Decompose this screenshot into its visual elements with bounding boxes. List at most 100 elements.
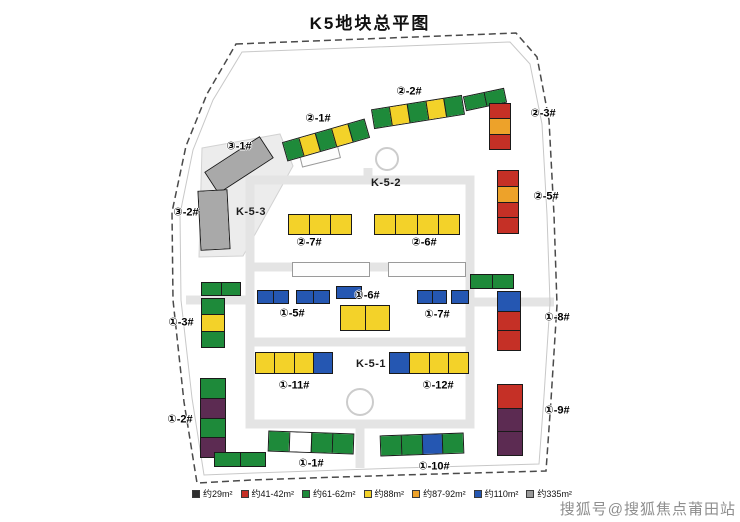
building-segment bbox=[390, 353, 409, 373]
legend-label: 约88m² bbox=[374, 489, 405, 499]
legend-item: 约29m² bbox=[192, 487, 233, 500]
legend-label: 约110m² bbox=[484, 489, 519, 499]
building-label: ③-1# bbox=[226, 140, 252, 153]
building-segment bbox=[441, 433, 464, 454]
legend-label: 约61-62m² bbox=[313, 489, 356, 499]
legend-label: 约87-92m² bbox=[423, 489, 466, 499]
building-segment bbox=[498, 330, 520, 351]
building-segment bbox=[331, 433, 354, 454]
building-segment bbox=[202, 314, 224, 331]
building-label: ①-10# bbox=[418, 460, 450, 473]
site-boundary bbox=[171, 32, 558, 484]
legend-swatch bbox=[412, 489, 421, 498]
building-segment bbox=[416, 215, 438, 234]
building-segment bbox=[408, 353, 429, 373]
building-segment bbox=[380, 435, 402, 456]
building-segment bbox=[309, 215, 330, 234]
building-block bbox=[470, 274, 514, 289]
building-block bbox=[197, 189, 231, 251]
building-label: ②-2# bbox=[396, 85, 422, 98]
building-segment bbox=[198, 190, 230, 250]
legend-swatch bbox=[473, 489, 482, 498]
legend-item: 约61-62m² bbox=[302, 487, 356, 500]
legend-label: 约41-42m² bbox=[251, 489, 295, 499]
legend-item: 约87-92m² bbox=[412, 487, 466, 500]
building-segment bbox=[400, 435, 422, 455]
building-segment bbox=[202, 330, 224, 347]
building-segment bbox=[471, 275, 492, 288]
building-segment bbox=[428, 353, 449, 373]
legend-item: 约110m² bbox=[473, 487, 519, 500]
building-block bbox=[379, 432, 465, 457]
building-segment bbox=[256, 353, 275, 373]
building-block bbox=[336, 286, 362, 299]
site-boundary-inner bbox=[179, 41, 551, 476]
building-block bbox=[201, 282, 241, 296]
building-segment bbox=[268, 431, 290, 452]
building-label: ①-12# bbox=[422, 379, 454, 392]
page-title: K5地块总平图 bbox=[309, 14, 431, 33]
building-segment bbox=[289, 215, 309, 234]
building-label: ①-7# bbox=[424, 308, 450, 321]
building-label: ①-11# bbox=[278, 379, 310, 392]
building-segment bbox=[452, 291, 468, 303]
building-block bbox=[267, 430, 355, 455]
building-block bbox=[288, 214, 352, 235]
building-segment bbox=[490, 104, 510, 119]
building-block bbox=[497, 384, 523, 456]
building-block bbox=[201, 298, 225, 348]
building-segment bbox=[418, 291, 432, 303]
building-segment bbox=[437, 215, 459, 234]
roundabout-top bbox=[375, 147, 399, 171]
legend-item: 约88m² bbox=[363, 487, 405, 500]
building-segment bbox=[297, 291, 313, 303]
building-segment bbox=[395, 215, 417, 234]
building-segment bbox=[498, 407, 522, 432]
legend-swatch bbox=[526, 489, 535, 498]
building-block bbox=[374, 214, 460, 235]
building-segment bbox=[498, 310, 520, 331]
service-building bbox=[292, 262, 370, 277]
building-segment bbox=[431, 291, 446, 303]
building-label: ②-5# bbox=[533, 190, 559, 203]
building-block bbox=[451, 290, 469, 304]
building-segment bbox=[202, 299, 224, 315]
legend: 约29m² 约41-42m² 约61-62m² 约88m² 约87-92m² 约110m²… bbox=[192, 487, 572, 500]
legend-item: 约335m² bbox=[526, 487, 572, 500]
building-block bbox=[497, 291, 521, 351]
legend-label: 约335m² bbox=[537, 489, 572, 499]
building-segment bbox=[498, 292, 520, 311]
building-segment bbox=[202, 283, 221, 295]
building-segment bbox=[341, 306, 365, 330]
building-segment bbox=[421, 434, 443, 455]
building-label: ③-2# bbox=[173, 206, 199, 219]
building-segment bbox=[498, 201, 518, 218]
building-label: ②-1# bbox=[305, 112, 331, 125]
building-segment bbox=[448, 353, 468, 373]
building-segment bbox=[498, 431, 522, 456]
building-segment bbox=[347, 119, 369, 142]
building-label: ①-5# bbox=[279, 307, 305, 320]
building-block bbox=[497, 170, 519, 234]
building-segment bbox=[337, 287, 361, 298]
building-label: ①-2# bbox=[167, 413, 193, 426]
building-segment bbox=[491, 275, 513, 288]
zone-label: K-5-2 bbox=[370, 177, 402, 189]
building-block bbox=[340, 305, 390, 331]
building-segment bbox=[239, 453, 265, 466]
building-label: ②-6# bbox=[411, 236, 437, 249]
watermark: 搜狐号@搜狐焦点莆田站 bbox=[559, 501, 736, 518]
building-label: ①-6# bbox=[354, 289, 380, 302]
building-segment bbox=[498, 171, 518, 186]
building-segment bbox=[498, 385, 522, 408]
building-label: ①-8# bbox=[544, 311, 570, 324]
building-segment bbox=[364, 306, 389, 330]
building-segment bbox=[220, 283, 240, 295]
building-block bbox=[296, 290, 330, 304]
building-block bbox=[255, 352, 333, 374]
building-segment bbox=[490, 133, 510, 149]
legend-label: 约29m² bbox=[203, 489, 233, 499]
building-segment bbox=[272, 291, 288, 303]
